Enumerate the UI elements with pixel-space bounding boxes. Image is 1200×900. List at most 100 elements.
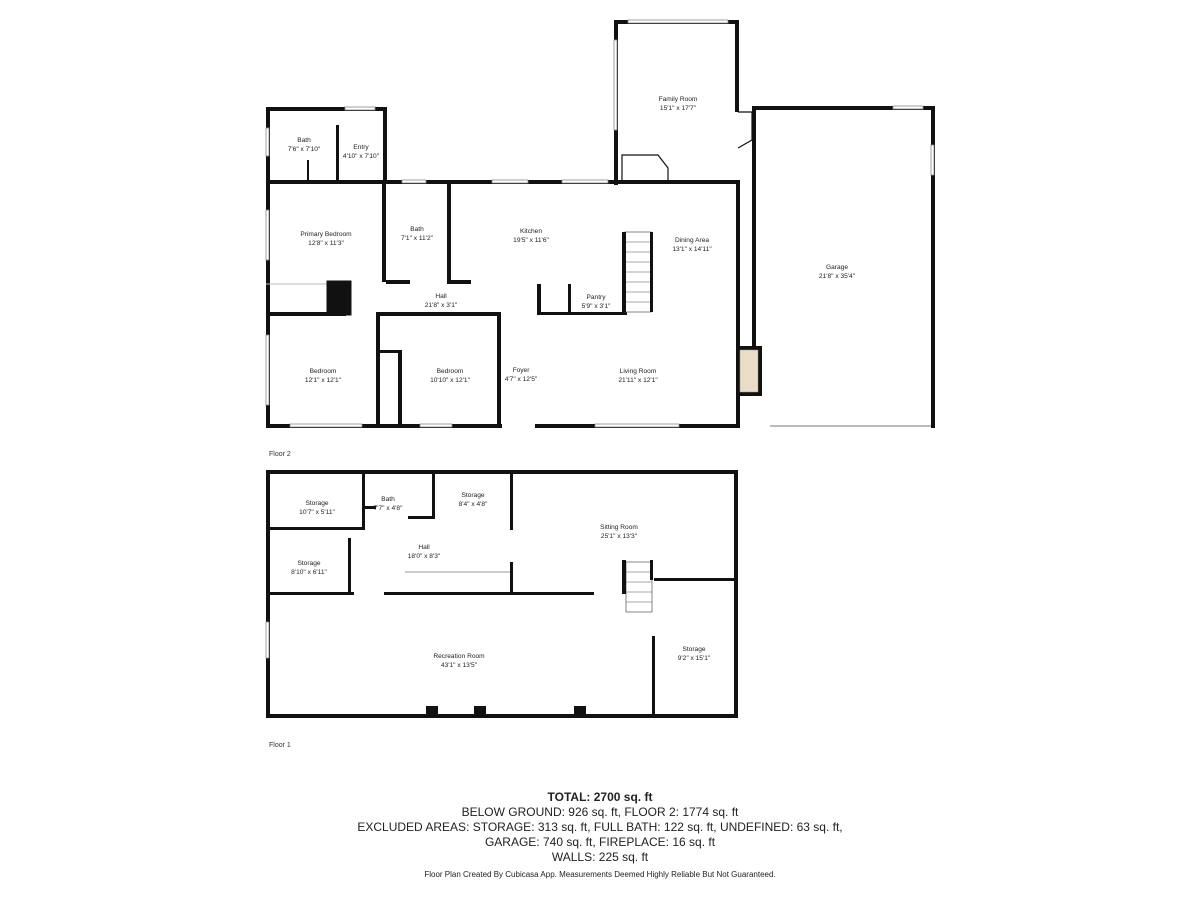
storage-b-wall-right — [510, 474, 513, 530]
closet-bedroom-mid — [380, 350, 400, 353]
family-room-bay — [621, 154, 669, 180]
bath-top-name: Bath — [297, 137, 311, 144]
garage-name: Garage — [826, 264, 848, 271]
garage-window-top — [892, 105, 924, 110]
stairs-floor-2 — [622, 231, 653, 313]
area-summary: TOTAL: 2700 sq. ft BELOW GROUND: 926 sq.… — [0, 790, 1200, 865]
garage-wall-right — [931, 106, 935, 428]
main-wall-left — [266, 107, 270, 427]
sitting-room-name: Sitting Room — [600, 524, 638, 531]
entry-size: 4'10" x 7'10" — [343, 153, 380, 160]
storage-a-size: 10'7" x 5'11" — [299, 509, 335, 516]
wing-wall-top — [266, 107, 386, 111]
main-wall-bottom-left — [266, 424, 502, 428]
hall-wall-bottom — [384, 592, 594, 595]
family-room-size: 15'1" x 17'7" — [660, 105, 697, 112]
garage-window-right — [930, 144, 935, 176]
hall-f1-name: Hall — [418, 544, 430, 551]
f1-window-left — [265, 621, 270, 659]
kitchen-counter-edge — [447, 280, 471, 284]
garage-wall-top — [752, 106, 935, 110]
kitchen-window-a — [491, 179, 529, 184]
recreation-room-name: Recreation Room — [433, 653, 485, 660]
kitchen-size: 19'5" x 11'6" — [513, 237, 549, 244]
closet-block — [326, 280, 352, 316]
bath-wall-bottom-right — [408, 516, 434, 519]
entry-window — [344, 106, 376, 111]
wing-wall-right — [383, 107, 387, 182]
bath-f1-name: Bath — [381, 496, 395, 503]
entry-name: Entry — [353, 144, 369, 151]
family-room-side-window — [613, 39, 618, 131]
area-breakdown-4: WALLS: 225 sq. ft — [551, 850, 649, 864]
bath-mid-window — [401, 179, 427, 184]
storage-c-wall-right — [348, 538, 351, 594]
bath-kitchen-divider — [447, 180, 451, 282]
garage-wall-left — [752, 106, 756, 346]
bath-wall-bottom-left — [364, 506, 376, 509]
bedroom-mid-left-wall — [398, 350, 402, 426]
bath-mid-name: Bath — [410, 226, 424, 233]
pantry-name: Pantry — [586, 294, 606, 301]
f1-wall-right — [734, 470, 738, 718]
post-1 — [426, 706, 438, 716]
living-room-size: 21'11" x 12'1" — [618, 377, 658, 384]
bedroom-left-name: Bedroom — [310, 368, 337, 375]
dining-area-size: 13'1" x 14'11" — [672, 246, 712, 253]
bath-top-size: 7'6" x 7'10" — [288, 146, 321, 153]
storage-c-size: 8'10" x 6'11" — [291, 569, 327, 576]
pantry-size: 5'9" x 3'1" — [582, 303, 611, 310]
family-room-name: Family Room — [659, 96, 698, 103]
bedroom-left-size: 12'1" x 12'1" — [305, 377, 342, 384]
floor-2-plan — [265, 19, 935, 428]
area-breakdown-2: EXCLUDED AREAS: STORAGE: 313 sq. ft, FUL… — [357, 820, 843, 834]
storage-d-wall-top — [654, 578, 738, 581]
storage-c-name: Storage — [297, 560, 320, 567]
storage-c-wall-bottom — [270, 592, 354, 595]
bath-window — [265, 127, 270, 157]
dining-area-name: Dining Area — [675, 237, 709, 244]
stairs-floor-1 — [622, 560, 653, 613]
family-room-step — [737, 111, 753, 149]
bedroom-mid-wall-top — [376, 312, 500, 316]
f1-wall-left — [266, 470, 270, 718]
bedroom-mid-size: 10'10" x 12'1" — [430, 377, 470, 384]
primary-bedroom-size: 12'8" x 11'3" — [308, 240, 344, 247]
pantry-wall-bottom — [537, 312, 627, 315]
fireplace-hearth — [739, 349, 759, 393]
area-breakdown-3: GARAGE: 740 sq. ft, FIREPLACE: 16 sq. ft — [484, 835, 716, 849]
kitchen-window-b — [561, 179, 609, 184]
primary-bath-divider — [382, 180, 386, 282]
pantry-wall-left — [537, 284, 541, 314]
bedroom-foyer-wall — [497, 312, 501, 428]
bedroom-mid-name: Bedroom — [437, 368, 464, 375]
storage-a-wall-right — [362, 474, 365, 530]
floor-1-label: Floor 1 — [269, 742, 291, 749]
pantry-wall-mid — [568, 284, 571, 314]
garage-size: 21'8" x 35'4" — [819, 273, 856, 280]
bath-mid-wall-bottom — [386, 280, 410, 284]
family-room-window — [627, 19, 729, 24]
hall-f2-name: Hall — [435, 293, 447, 300]
total-area: TOTAL: 2700 sq. ft — [547, 790, 653, 804]
family-room-wall-right — [735, 20, 739, 112]
floor-2-labels: Family Room 15'1" x 17'7" Bath 7'6" x 7'… — [269, 96, 856, 458]
bath-entry-divider — [336, 125, 339, 182]
storage-b-size: 8'4" x 4'8" — [459, 501, 488, 508]
storage-b-name: Storage — [461, 492, 484, 499]
hall-f2-size: 21'8" x 3'1" — [425, 302, 458, 309]
bath-storage-divider — [432, 474, 435, 519]
floor-2-label: Floor 2 — [269, 451, 291, 458]
credit-note: Floor Plan Created By Cubicasa App. Meas… — [424, 870, 776, 879]
recreation-room-size: 43'1" x 13'5" — [441, 662, 478, 669]
bedroom-left-wall-top — [266, 312, 346, 316]
foyer-size: 4'7" x 12'5" — [505, 376, 538, 383]
bedroom-left-right-wall — [376, 312, 380, 424]
bath-mid-size: 7'1" x 11'2" — [401, 235, 434, 242]
hall-f1-size: 18'0" x 8'3" — [408, 553, 441, 560]
bath-f1-size: 7'7" x 4'8" — [374, 505, 403, 512]
storage-a-name: Storage — [305, 500, 328, 507]
foyer-name: Foyer — [513, 367, 531, 374]
bedroom-left-window — [265, 334, 270, 406]
primary-bedroom-window — [265, 209, 270, 261]
